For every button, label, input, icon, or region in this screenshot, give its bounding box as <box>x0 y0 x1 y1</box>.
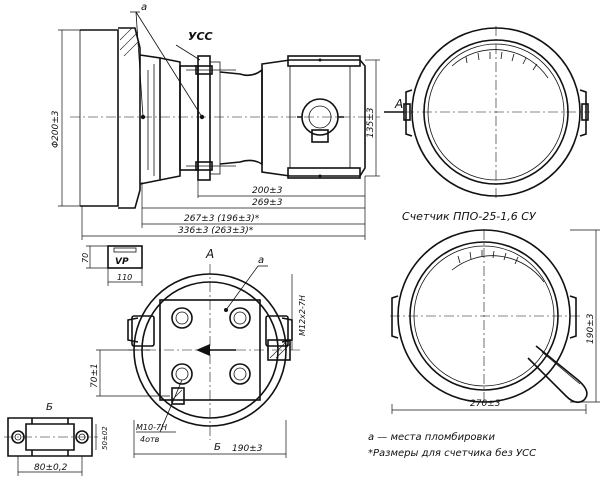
view-a-top-label: А <box>205 247 214 261</box>
dim-70: 70 <box>81 253 90 263</box>
side-view: а УСС Φ200±3 135±3 А 200±3 269±3 267±3 (… <box>51 2 404 240</box>
seal-mark-top-label: а <box>258 255 264 266</box>
dim-135: 135±3 <box>366 107 376 138</box>
dim-m12: M12х2-7Н <box>298 295 307 336</box>
dim-70-1: 70±1 <box>90 363 100 388</box>
plate-text: VP <box>115 257 129 267</box>
legend-note-text: *Размеры для счетчика без УСС <box>368 447 536 459</box>
dim-190-bottom: 190±3 <box>232 444 263 454</box>
scale-ticks-top <box>465 51 538 71</box>
ucc-label: УСС <box>188 30 213 43</box>
view-a-side-label: А <box>394 97 403 111</box>
boss-hatch <box>171 389 183 401</box>
dim-diameter-200: Φ200±3 <box>51 110 61 148</box>
dim-200: 200±3 <box>252 186 283 196</box>
dim-50: 50±02 <box>101 426 109 450</box>
view-b-label: Б <box>46 402 53 413</box>
meter-name-label: Счетчик ППО-25-1,6 СУ <box>402 210 537 223</box>
dim-336: 336±3 (263±3)* <box>178 226 254 236</box>
dim-190-right: 190±3 <box>586 313 596 344</box>
dim-80: 80±0,2 <box>34 463 68 473</box>
seal-mark-label: а <box>141 2 147 13</box>
front-view-bottom: 190±3 270±3 <box>390 229 600 414</box>
bolt-holes <box>171 307 251 385</box>
view-b-bottom-label: Б <box>214 442 221 453</box>
dim-110: 110 <box>117 273 132 282</box>
dim-269: 269±3 <box>252 198 283 208</box>
view-b: Б 80±0,2 50±02 <box>4 402 109 476</box>
dim-267: 267±3 (196±3)* <box>184 214 260 224</box>
vp-plate: VP 70 110 <box>81 245 143 286</box>
legend: а — места пломбировки *Размеры для счетч… <box>368 431 536 459</box>
dim-m10: M10-7Н <box>136 423 167 432</box>
scale-ticks-bottom <box>457 250 519 265</box>
dim-4-holes: 4отв <box>140 435 160 444</box>
top-view: а А Б 70±1 M12х2-7Н M10-7Н 4отв 190±3 <box>90 247 307 458</box>
dim-270: 270±3 <box>470 399 501 409</box>
legend-seal-text: а — места пломбировки <box>368 431 495 443</box>
front-view-top <box>403 26 590 200</box>
flange-hatch <box>119 27 140 57</box>
